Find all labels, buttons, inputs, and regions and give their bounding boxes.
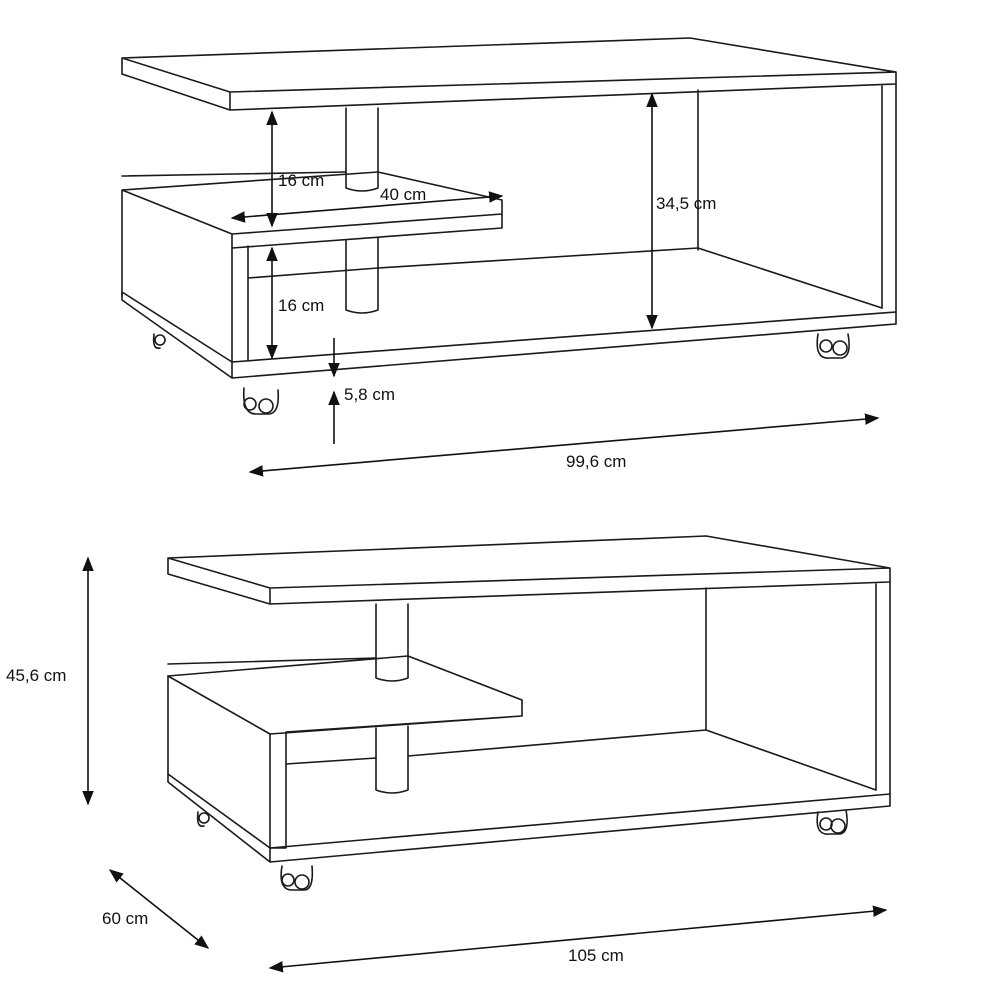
castor-front-left [242, 387, 280, 415]
dim-line-width [268, 905, 888, 973]
middle-shelf-2 [167, 655, 523, 849]
tabletop-panel [121, 37, 897, 111]
castor-front-right [816, 333, 850, 359]
label-depth: 60 cm [102, 909, 148, 928]
right-side-panel [697, 83, 897, 313]
tabletop-panel-2 [167, 535, 891, 605]
base-panel-2 [167, 773, 891, 863]
left-cabinet-2 [167, 675, 877, 791]
label-shelf-depth: 40 cm [380, 185, 426, 204]
castor-front-right-2 [816, 809, 848, 835]
table-drawing-top: 16 cm 40 cm 16 cm 34,5 cm 5,8 cm 99,6 cm [121, 37, 897, 477]
label-inner-width: 99,6 cm [566, 452, 626, 471]
castor-back-left-2 [196, 811, 210, 828]
right-side-panel-2 [705, 581, 891, 795]
left-cabinet [231, 245, 883, 363]
upper-leg [345, 107, 379, 192]
table-drawing-bottom: 45,6 cm 60 cm 105 cm [6, 535, 891, 973]
label-lower-gap: 16 cm [278, 296, 324, 315]
dim-line-shelf-depth [230, 191, 504, 223]
castor-back-left [152, 333, 166, 350]
label-total-height: 45,6 cm [6, 666, 66, 685]
dim-line-depth [108, 869, 210, 949]
label-upper-gap: 16 cm [278, 171, 324, 190]
label-floor-clearance: 5,8 cm [344, 385, 395, 404]
dim-line-inner-width [248, 413, 880, 477]
upper-leg-2 [375, 603, 409, 682]
label-width: 105 cm [568, 946, 624, 965]
castor-front-left-2 [280, 865, 314, 891]
base-panel [121, 291, 897, 379]
lower-leg [345, 237, 379, 314]
lower-leg-2 [375, 725, 409, 794]
label-inner-height: 34,5 cm [656, 194, 716, 213]
middle-shelf [121, 171, 503, 297]
